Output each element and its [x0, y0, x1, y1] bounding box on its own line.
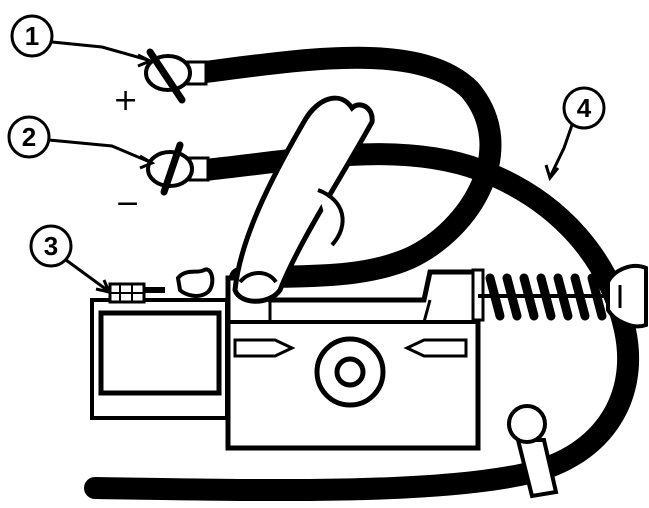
positive-connector	[144, 48, 208, 104]
callout-3: 4	[544, 86, 606, 182]
clamp-lever	[232, 95, 375, 304]
wing-nut-icon	[606, 263, 648, 329]
arrow-right-icon	[233, 338, 296, 358]
battery-terminal	[108, 282, 165, 304]
svg-text:3: 3	[44, 231, 58, 261]
negative-connector	[146, 141, 210, 196]
clamp-body	[225, 269, 481, 451]
cable-clip	[507, 404, 559, 499]
svg-text:2: 2	[22, 122, 36, 152]
knob-icon	[314, 336, 386, 408]
battery-box	[90, 298, 229, 420]
arrow-left-icon	[403, 338, 468, 358]
positive-symbol: +	[113, 83, 138, 118]
negative-cable	[84, 143, 640, 502]
callout-4: 1	[10, 14, 154, 68]
callout-1: 3	[29, 224, 112, 295]
svg-text:1: 1	[25, 21, 39, 51]
callout-2: 2	[7, 115, 156, 170]
svg-text:4: 4	[577, 93, 592, 123]
spring	[471, 268, 615, 322]
wing-piece	[175, 267, 215, 298]
negative-symbol: −	[115, 186, 140, 221]
